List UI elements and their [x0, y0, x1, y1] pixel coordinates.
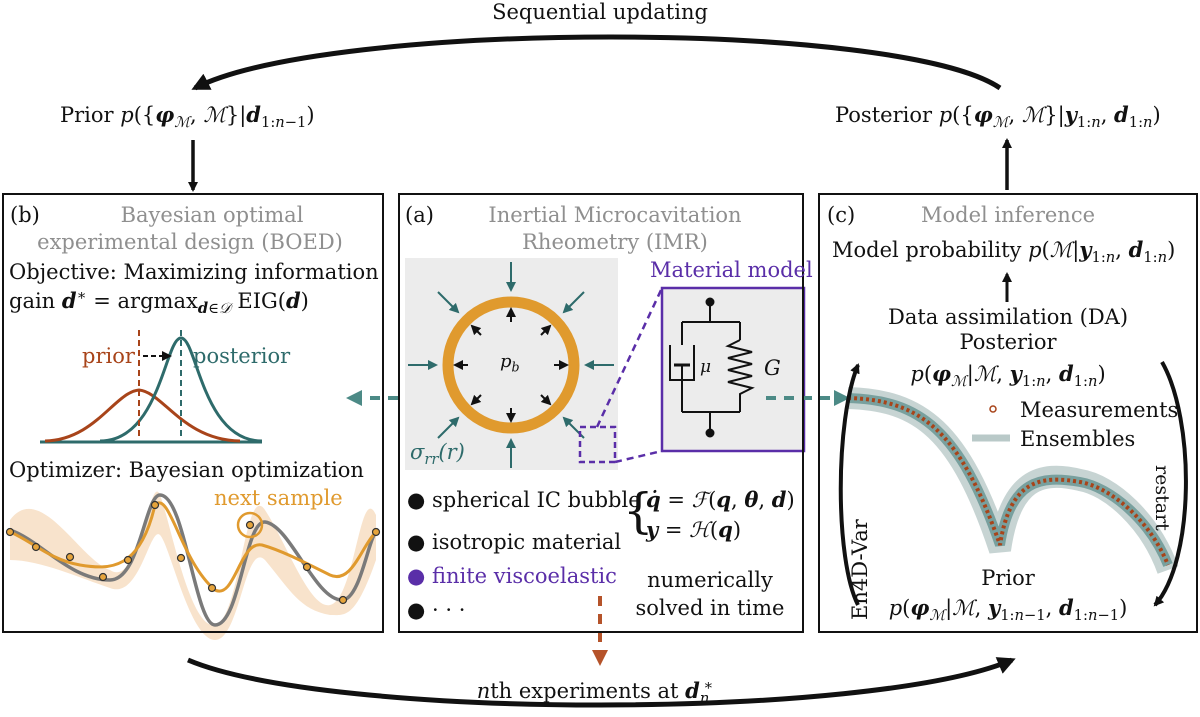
internal-pressure-arrows [453, 307, 569, 423]
objective-gain-line: gain d∗ = argmaxd∈𝒟 EIG(d) [9, 287, 309, 318]
experiment-arc [187, 657, 1016, 708]
data-assimilation-label: Data assimilation (DA) [887, 305, 1129, 329]
next-sample-marker [236, 511, 264, 539]
bullet-1: ● spherical IC bubble [407, 488, 641, 512]
shear-modulus-label: G [764, 356, 781, 380]
panel-a-title-2: Rheometry (IMR) [522, 230, 708, 254]
prior-expression: p(φℳ|ℳ, y1:n−1, d1:n−1) [888, 595, 1128, 625]
posterior-expression: p(φℳ|ℳ, y1:n, d1:n) [910, 361, 1106, 391]
nth-experiments-label: nth experiments at dn∗ [476, 677, 714, 708]
governing-equations: { q̇ = ℱ(q, θ, d) y = ℋ(q) [623, 483, 795, 543]
ensemble-trajectories [847, 387, 1179, 574]
panel-b-title-2: experimental design (BOED) [37, 230, 343, 254]
panel-c-title: Model inference [920, 203, 1096, 227]
panel-a-tag: (a) [405, 203, 434, 227]
posterior-label: Posterior [959, 330, 1057, 354]
panel-c-tag: (c) [827, 203, 856, 227]
panel-b-title-1: Bayesian optimal [120, 203, 304, 227]
panel-boed [2, 193, 384, 633]
model-probability-line: Model probability p(ℳ|y1:n, d1:n) [832, 237, 1176, 267]
numerically-line-1: numerically [647, 568, 773, 592]
measurement-legend-marker [989, 405, 997, 413]
kelvin-voigt-schematic [669, 297, 755, 438]
stress-arrows [408, 262, 614, 468]
restart-arrow [1153, 361, 1188, 607]
numerically-line-2: solved in time [635, 596, 785, 620]
panel-b-tag: (b) [10, 203, 40, 227]
zoom-region [578, 425, 617, 464]
sequential-updating-arc [191, 34, 1002, 91]
boed-distributions [40, 330, 263, 444]
prior-header: Prior p({φℳ, ℳ}|d1:n−1) [60, 102, 315, 132]
bubble-ring [442, 296, 580, 434]
posterior-header: Posterior p({φℳ, ℳ}|y1:n, d1:n) [835, 102, 1161, 132]
panel-imr [398, 193, 804, 633]
measurements-legend: Measurements [1020, 398, 1179, 422]
bubble-pressure-label: pb [500, 351, 520, 375]
next-sample-label: next sample [214, 486, 343, 510]
bayes-opt-plot [5, 491, 381, 640]
prior-label: Prior [981, 566, 1035, 590]
bullet-2: ● isotropic material [407, 530, 622, 554]
bullet-4: ● · · · [407, 598, 466, 622]
stress-label: σrr(r) [410, 440, 465, 469]
panel-a-title-1: Inertial Microcavitation [488, 203, 742, 227]
bullet-3: ● finite viscoelastic [407, 564, 617, 588]
en4dvar-arrow [838, 363, 860, 606]
viscosity-label: μ [700, 357, 712, 377]
material-model-box [660, 286, 806, 453]
restart-label: restart [1151, 465, 1173, 531]
en4dvar-label: En4D-Var [848, 519, 872, 620]
posterior-curve-label: posterior [193, 344, 291, 368]
material-model-label: Material model [650, 258, 813, 282]
sequential-updating-label: Sequential updating [492, 0, 708, 24]
optimizer-line: Optimizer: Bayesian optimization [9, 458, 364, 482]
ensembles-legend: Ensembles [1020, 427, 1136, 451]
prior-curve-label: prior [82, 344, 135, 368]
objective-line: Objective: Maximizing information [9, 260, 379, 284]
panel-inference [818, 193, 1198, 633]
